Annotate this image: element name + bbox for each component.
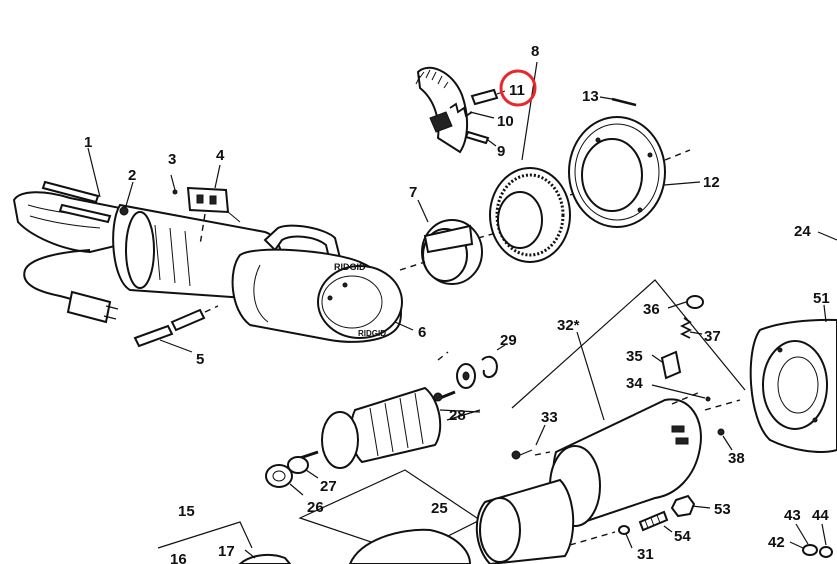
label-27: 27: [320, 478, 337, 495]
brand-text-top: RIDGID: [334, 262, 366, 272]
label-17: 17: [218, 543, 235, 560]
label-54: 54: [674, 528, 691, 545]
label-2: 2: [128, 167, 136, 184]
part-29-clip: [481, 344, 506, 378]
label-37: 37: [704, 328, 721, 345]
part-3-small-screw: [170, 174, 178, 195]
part-27-washer: [287, 456, 319, 479]
part-53-nut: [670, 494, 711, 518]
part-31-washer: [569, 525, 633, 549]
part-51-gear-housing: [749, 304, 837, 453]
label-34: 34: [626, 375, 643, 392]
label-4: 4: [216, 147, 225, 164]
label-24: 24: [794, 223, 811, 240]
power-drive-housing: RIDGID RIDGID: [12, 191, 403, 343]
label-8: 8: [531, 43, 539, 60]
highlight-circle: [499, 69, 537, 107]
part-36-cap: [667, 295, 704, 309]
label-29: 29: [500, 332, 517, 349]
label-15: 15: [178, 503, 195, 520]
part-4-switch: [186, 164, 241, 246]
brand-text-ring: RIDGID: [358, 329, 386, 338]
part-2-screw: [119, 181, 134, 216]
part-5-pins: [133, 305, 219, 353]
label-42: 42: [768, 534, 785, 551]
part-8-gear-cage: [489, 61, 571, 263]
part-35-brush: [651, 350, 682, 380]
label-31: 31: [637, 546, 654, 563]
label-28: 28: [449, 407, 466, 424]
label-16: 16: [170, 551, 187, 564]
part-37-spring: [679, 317, 703, 339]
part-jaw-assembly: [415, 66, 468, 154]
label-33: 33: [541, 409, 558, 426]
label-7: 7: [409, 184, 417, 201]
label-10: 10: [497, 113, 514, 130]
part-42-43-44-washers: [789, 523, 833, 558]
label-53: 53: [714, 501, 731, 518]
label-38: 38: [728, 450, 745, 467]
label-12: 12: [703, 174, 720, 191]
label-9: 9: [497, 143, 505, 160]
label-44: 44: [812, 507, 829, 524]
label-13: 13: [582, 88, 599, 105]
part-12-ring-gear: [568, 116, 701, 228]
label-5: 5: [196, 351, 204, 368]
part-25-armature: [299, 386, 456, 469]
part-1-bolts: [41, 147, 112, 224]
part-33-screw: [511, 424, 551, 460]
part-13-screw: [599, 96, 637, 107]
part-54-spring: [638, 510, 673, 533]
label-25: 25: [431, 500, 448, 517]
part-field-stator: [475, 478, 575, 564]
part-34-screw: [651, 384, 711, 402]
label-11: 11: [509, 82, 525, 99]
part-7-ring: [417, 199, 483, 285]
label-1: 1: [84, 134, 92, 151]
label-26: 26: [307, 499, 324, 516]
label-51: 51: [813, 290, 830, 307]
part-28-bearing: [456, 363, 476, 389]
label-35: 35: [626, 348, 643, 365]
label-32: 32*: [557, 317, 580, 334]
part-38-screw: [717, 428, 733, 451]
part-10-spring: [449, 102, 495, 119]
part-labels: 1 2 3 4 5 6 7 8 9 10 11 12 13 15 16 17 2…: [84, 43, 830, 564]
label-43: 43: [784, 507, 801, 524]
label-6: 6: [418, 324, 426, 341]
label-3: 3: [168, 151, 176, 168]
part-26-bearing: [265, 464, 304, 496]
part-lower-left-housing: [238, 528, 472, 564]
part-9-pin: [464, 130, 497, 147]
label-36: 36: [643, 301, 660, 318]
